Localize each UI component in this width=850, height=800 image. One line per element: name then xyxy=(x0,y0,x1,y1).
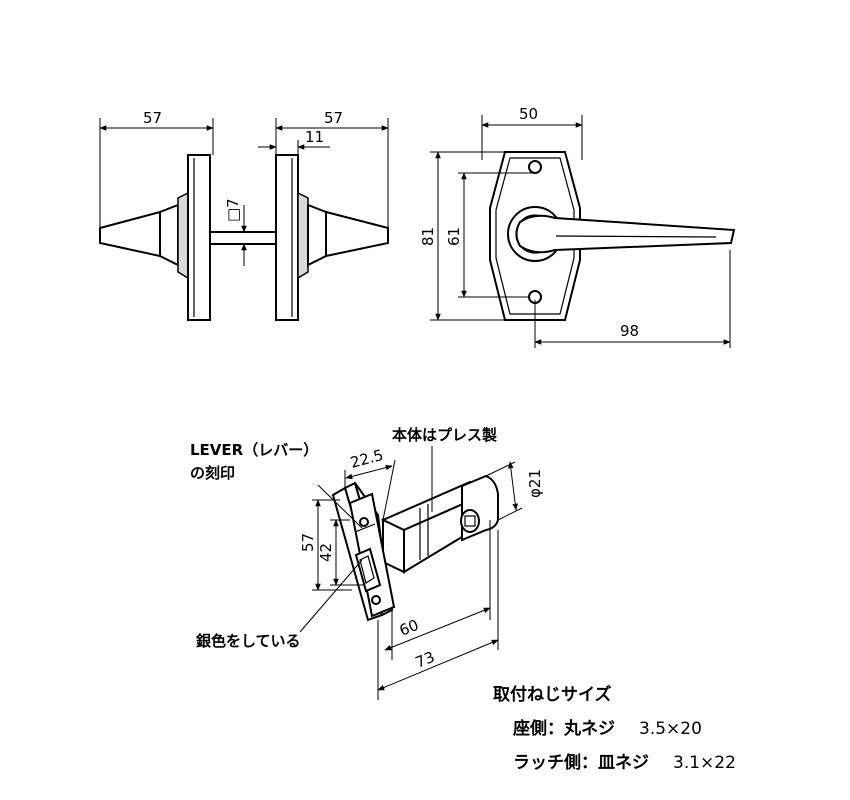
dim-57-left-text: 57 xyxy=(143,109,162,127)
spec-row-seat-label: 座側：丸ネジ xyxy=(513,719,615,739)
label-silver-color: 銀色をしている xyxy=(196,559,363,650)
dim-phi21-text: φ21 xyxy=(526,469,544,498)
dimension-57-latch: 57 xyxy=(299,499,352,591)
dim-60-text: 60 xyxy=(397,616,421,640)
dim-73-text: 73 xyxy=(413,648,437,672)
dimension-98: 98 xyxy=(534,250,731,348)
dimension-57-right: 57 xyxy=(275,109,389,228)
dimension-61: 61 xyxy=(445,172,535,298)
lever-engraving-line2: の刻印 xyxy=(190,464,235,482)
dimension-50: 50 xyxy=(481,105,583,160)
silver-color-text: 銀色をしている xyxy=(196,632,301,650)
side-view-lever-handles xyxy=(99,154,389,321)
dim-42-text: 42 xyxy=(317,543,335,562)
dimension-square-7: □7 xyxy=(224,198,247,266)
dimension-42: 42 xyxy=(317,519,365,586)
dim-61-text: 61 xyxy=(445,227,463,246)
spec-row-latch: ラッチ側：皿ネジ 3.1×22 xyxy=(513,748,736,773)
spec-row-seat-value: 3.5×20 xyxy=(639,719,702,739)
dim-7-text: □7 xyxy=(224,198,242,222)
spec-row-latch-value: 3.1×22 xyxy=(673,753,736,773)
dim-11-text: 11 xyxy=(305,128,324,146)
dim-50-text: 50 xyxy=(519,105,538,123)
dim-57-latch-text: 57 xyxy=(299,533,317,552)
spec-row-latch-label: ラッチ側：皿ネジ xyxy=(513,753,649,773)
dimension-57-left: 57 xyxy=(99,109,214,228)
label-lever-engraving: LEVER（レバー） の刻印 xyxy=(190,441,363,529)
dim-57-right-text: 57 xyxy=(324,109,343,127)
label-press-body: 本体はプレス製 xyxy=(392,426,497,512)
latch-assembly xyxy=(331,474,499,622)
dimension-81: 81 xyxy=(419,151,505,321)
dimension-phi21: φ21 xyxy=(485,461,544,521)
dim-81-text: 81 xyxy=(419,227,437,246)
front-view-lever xyxy=(489,151,736,321)
lever-engraving-line1: LEVER（レバー） xyxy=(190,441,318,459)
spec-row-seat: 座側：丸ネジ 3.5×20 xyxy=(513,714,702,739)
dim-98-text: 98 xyxy=(620,322,639,340)
spec-title: 取付ねじサイズ xyxy=(493,685,612,705)
dimension-73: 73 xyxy=(377,530,499,700)
dim-22-5-text: 22.5 xyxy=(348,446,385,472)
dimension-11: 11 xyxy=(258,128,330,155)
press-body-text: 本体はプレス製 xyxy=(392,426,497,444)
